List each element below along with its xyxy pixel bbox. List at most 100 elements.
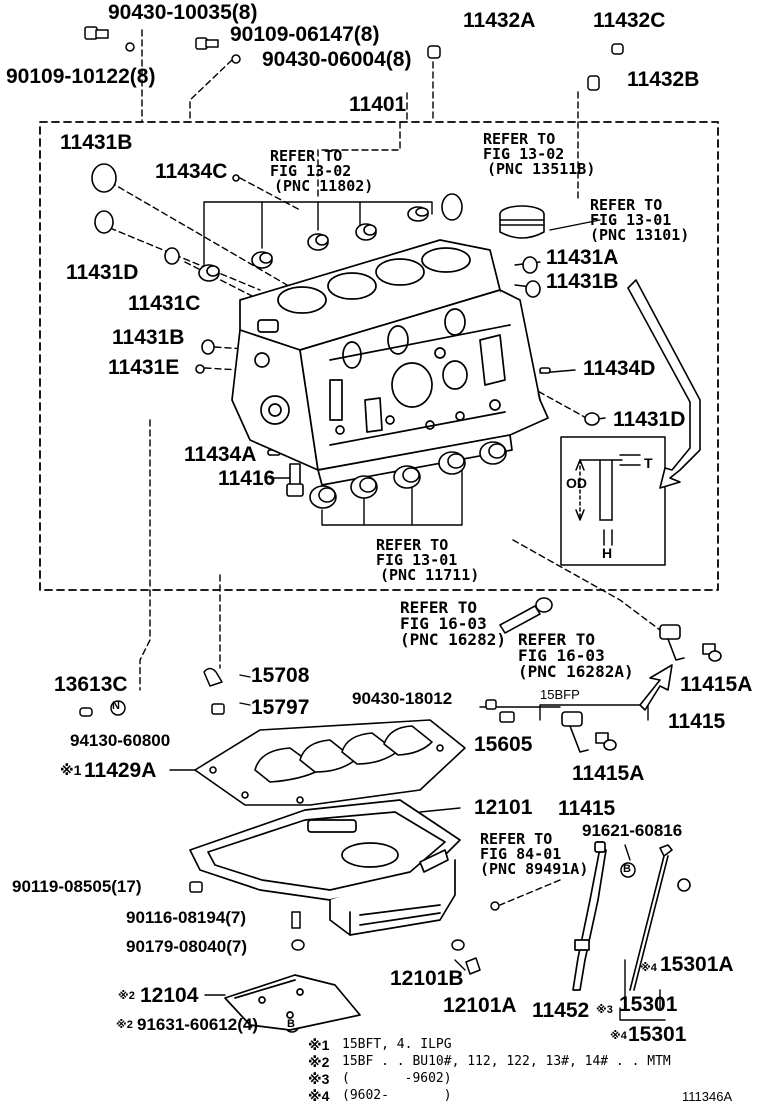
label-11434A: 11434A <box>184 443 257 466</box>
label-11432B: 11432B <box>627 68 700 91</box>
label-15708: 15708 <box>251 664 310 687</box>
refer-line: REFER TO <box>518 630 596 649</box>
circle-letter-b-upper: B <box>623 863 631 875</box>
label-12104: 12104 <box>140 984 199 1007</box>
mark-2-bolt: ※2 <box>116 1019 133 1031</box>
refer-line: FIG 13-02 <box>270 162 352 180</box>
engine-block <box>231 239 549 486</box>
label-90179-08040: 90179-08040(7) <box>126 937 247 956</box>
mark-1-gasket: ※1 <box>60 762 82 778</box>
label-11431B-left: 11431B <box>112 326 185 349</box>
label-11431E: 11431E <box>108 356 180 379</box>
label-12101A: 12101A <box>443 994 517 1017</box>
oil-pan-gasket <box>194 719 466 806</box>
label-15301A: 15301A <box>660 953 734 976</box>
label-91621-60816: 91621-60816 <box>582 821 683 840</box>
footnote-mark: ※2 <box>308 1053 330 1070</box>
mark-3-dipstick: ※3 <box>596 1004 613 1016</box>
oil-baffle <box>224 974 361 1031</box>
bolt-top-center <box>195 37 241 64</box>
inset-arrow <box>627 279 701 489</box>
footnote-row: ※1 15BFT, 4. ILPG <box>308 1036 671 1053</box>
refer-line: (PNC 13101) <box>590 226 690 244</box>
label-91631-60612: 91631-60612(4) <box>137 1015 258 1034</box>
footnote-mark: ※3 <box>308 1070 330 1087</box>
footnote-row: ※2 15BF . . BU10#, 112, 122, 13#, 14# . … <box>308 1053 671 1070</box>
refer-line: REFER TO <box>376 536 449 554</box>
label-11431C: 11431C <box>128 292 201 315</box>
piston <box>499 205 545 239</box>
refer-fig-13-02-13511B: REFER TO FIG 13-02 (PNC 13511B) <box>483 132 595 177</box>
diagram-id: 111346A <box>682 1089 733 1104</box>
label-11415-right: 11415 <box>668 710 726 733</box>
footnote-text: 15BF . . BU10#, 112, 122, 13#, 14# . . M… <box>342 1054 671 1069</box>
refer-line: FIG 16-03 <box>518 646 605 665</box>
label-11434D: 11434D <box>583 357 656 380</box>
refer-fig-16-03-16282: REFER TO FIG 16-03 (PNC 16282) <box>400 600 506 648</box>
cap-plugs <box>91 163 600 456</box>
label-12101: 12101 <box>474 796 533 819</box>
label-12101B: 12101B <box>390 967 464 990</box>
label-11452: 11452 <box>532 999 590 1022</box>
refer-line: FIG 84-01 <box>480 845 562 863</box>
label-15797: 15797 <box>251 696 310 719</box>
cam-bushings <box>198 206 429 282</box>
bearing-inset <box>560 436 666 566</box>
dipstick <box>629 844 691 991</box>
label-11431D-left: 11431D <box>66 261 139 284</box>
label-90109-10122: 90109-10122(8) <box>6 65 156 88</box>
refer-line: REFER TO <box>400 598 478 617</box>
refer-line: REFER TO <box>590 196 663 214</box>
footnote-mark: ※4 <box>308 1087 330 1104</box>
label-90430-06004: 90430-06004(8) <box>262 48 412 71</box>
block-frame <box>39 121 719 591</box>
refer-fig-13-01-13101: REFER TO FIG 13-01 (PNC 13101) <box>590 198 689 243</box>
footnote-row: ※3 ( -9602) <box>308 1070 671 1087</box>
inset-h-label: H <box>602 545 613 561</box>
refer-line: (PNC 11711) <box>380 566 480 584</box>
label-15605: 15605 <box>474 733 533 756</box>
refer-fig-13-01-11711: REFER TO FIG 13-01 (PNC 11711) <box>376 538 479 583</box>
label-11429A: 11429A <box>84 759 157 782</box>
footnote-text: (9602- ) <box>342 1088 452 1103</box>
refer-brackets <box>203 201 463 526</box>
bolt-top-left <box>84 26 135 52</box>
refer-line: REFER TO <box>480 830 553 848</box>
label-11432C: 11432C <box>593 9 666 32</box>
label-90119-08505: 90119-08505(17) <box>12 877 142 896</box>
label-90109-06147: 90109-06147(8) <box>230 23 380 46</box>
footnote-text: 15BFT, 4. ILPG <box>342 1037 452 1052</box>
label-15301: 15301 <box>619 993 678 1016</box>
refer-line: (PNC 89491A) <box>480 860 589 878</box>
label-11431B-right: 11431B <box>546 270 619 293</box>
bolt-11416 <box>286 463 304 497</box>
main-bearings <box>309 441 507 509</box>
refer-line: (PNC 11802) <box>274 177 374 195</box>
label-11431B-top: 11431B <box>60 131 133 154</box>
label-11415A-right: 11415A <box>680 673 753 696</box>
plug-11432C <box>611 43 624 55</box>
footnote-text: ( -9602) <box>342 1071 452 1086</box>
label-11401: 11401 <box>349 93 407 116</box>
refer-line: FIG 13-01 <box>590 211 672 229</box>
refer-line: FIG 13-02 <box>483 145 565 163</box>
inset-t-label: T <box>644 455 653 471</box>
dipstick-guide <box>572 841 607 991</box>
label-11416: 11416 <box>218 467 276 490</box>
footnote-mark: ※1 <box>308 1036 330 1053</box>
mark-2-baffle: ※2 <box>118 990 135 1002</box>
label-11432A: 11432A <box>463 9 536 32</box>
label-13613C: 13613C <box>54 673 128 696</box>
refer-line: FIG 16-03 <box>400 614 487 633</box>
label-15bfp: 15BFP <box>540 687 580 702</box>
plug-11432B <box>587 75 600 91</box>
label-90430-10035: 90430-10035(8) <box>108 1 258 24</box>
mark-4-dipstick-b: ※4 <box>610 1030 627 1042</box>
plug-11432A <box>427 45 441 59</box>
refer-fig-13-02-11802: REFER TO FIG 13-02 (PNC 11802) <box>270 149 373 194</box>
label-90430-18012: 90430-18012 <box>352 689 453 708</box>
drain-cock-15bfp <box>561 711 617 753</box>
footnotes: ※1 15BFT, 4. ILPG ※2 15BF . . BU10#, 112… <box>308 1036 671 1104</box>
